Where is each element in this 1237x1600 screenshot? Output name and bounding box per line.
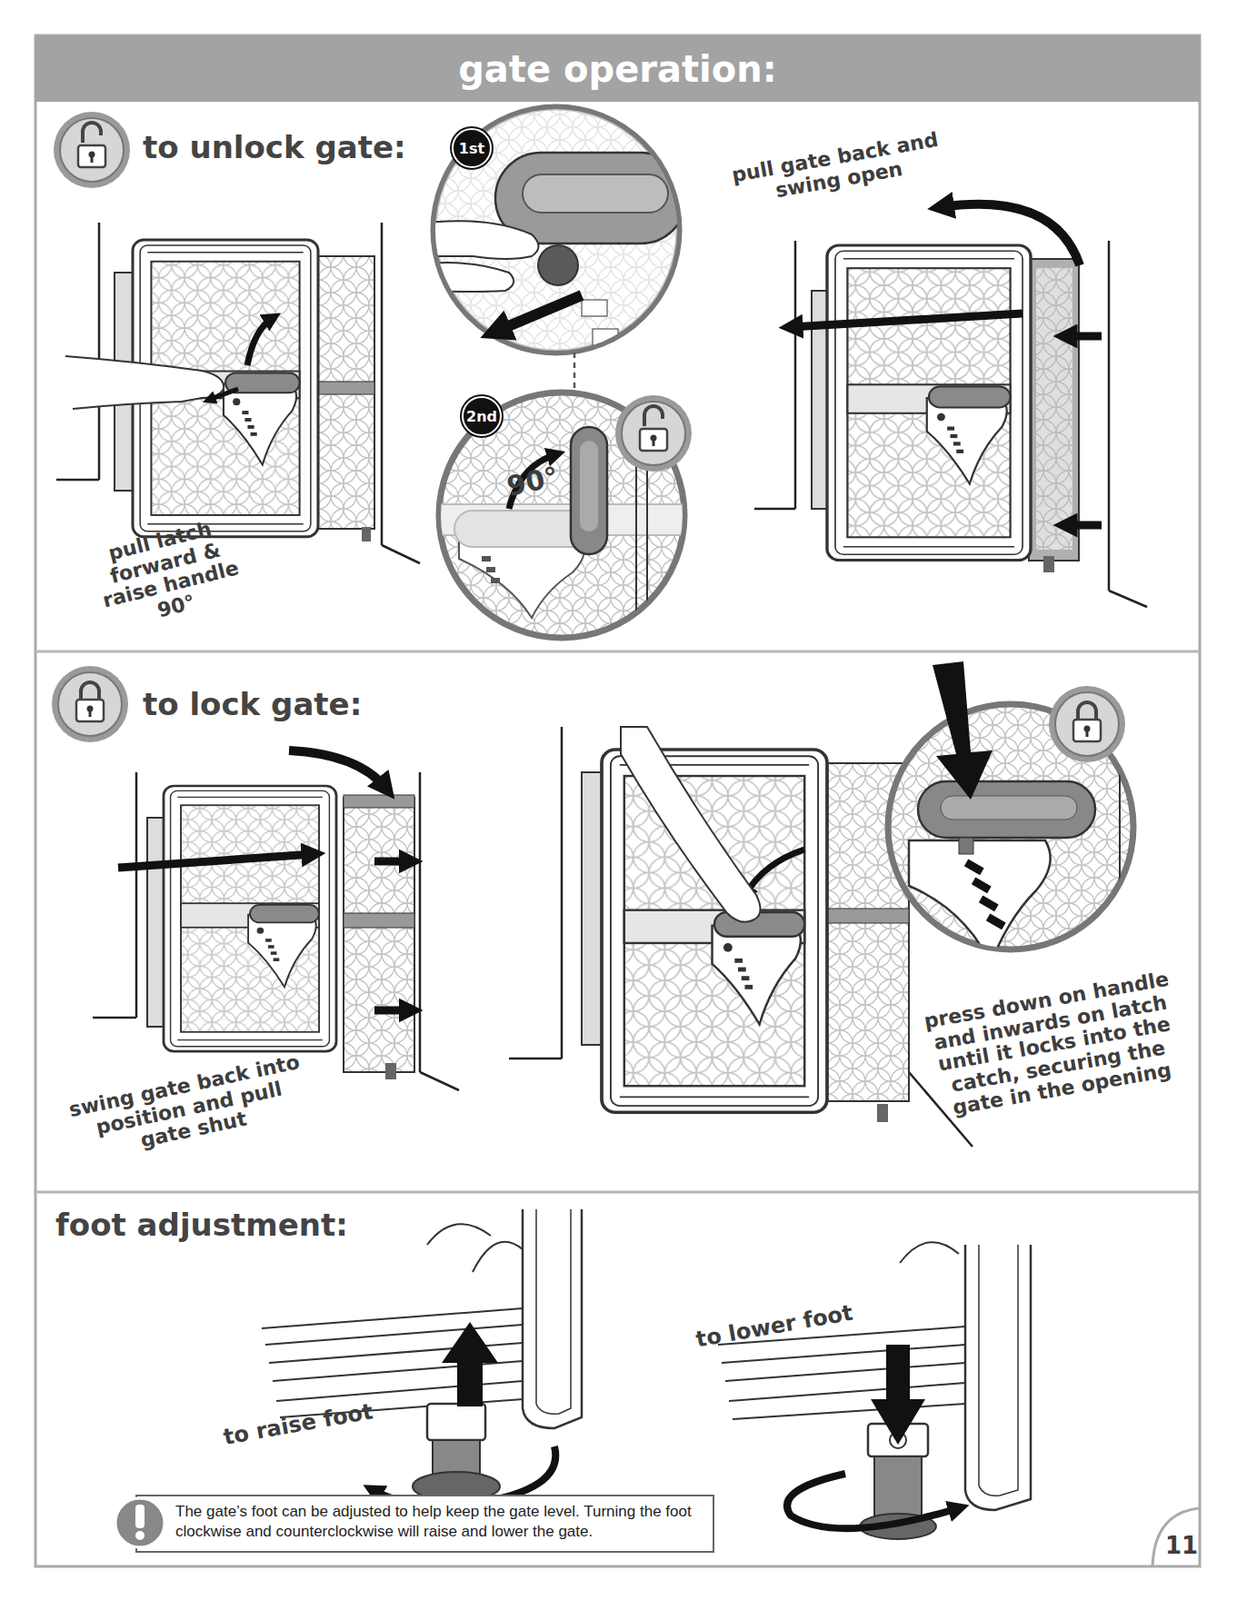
note-box: The gate’s foot can be adjusted to help … (135, 1495, 715, 1554)
page-number: 11 (1165, 1533, 1198, 1560)
step-badge: 2nd (461, 396, 502, 437)
page-title: gate operation: (458, 48, 778, 90)
step-instruction: swing gate back into position and pull g… (61, 1050, 316, 1168)
step-instruction: press down on handle and inwards on latc… (910, 966, 1199, 1124)
panel-heading: to unlock gate: (142, 129, 407, 166)
warning-icon (135, 1505, 145, 1529)
foot-instruction: to raise foot (221, 1399, 376, 1450)
instruction-panel: foot adjustment: The gate’s foot can be a… (35, 1192, 1200, 1567)
note-text: The gate’s foot can be adjusted to help … (175, 1502, 704, 1544)
warning-icon (135, 1531, 145, 1541)
step-instruction: pull gate back and swing open (709, 125, 964, 213)
step-badge: 1st (451, 128, 492, 169)
warning-icon (115, 1498, 165, 1548)
panel-heading: foot adjustment: (55, 1207, 349, 1244)
step-instruction: pull latch forward & raise handle 90° (75, 510, 260, 639)
title-band: gate operation: (35, 35, 1200, 102)
step-number: 1st (458, 139, 485, 158)
step-number: 2nd (466, 408, 498, 426)
panel-heading: to lock gate: (142, 686, 362, 723)
foot-instruction: to lower foot (694, 1301, 856, 1354)
